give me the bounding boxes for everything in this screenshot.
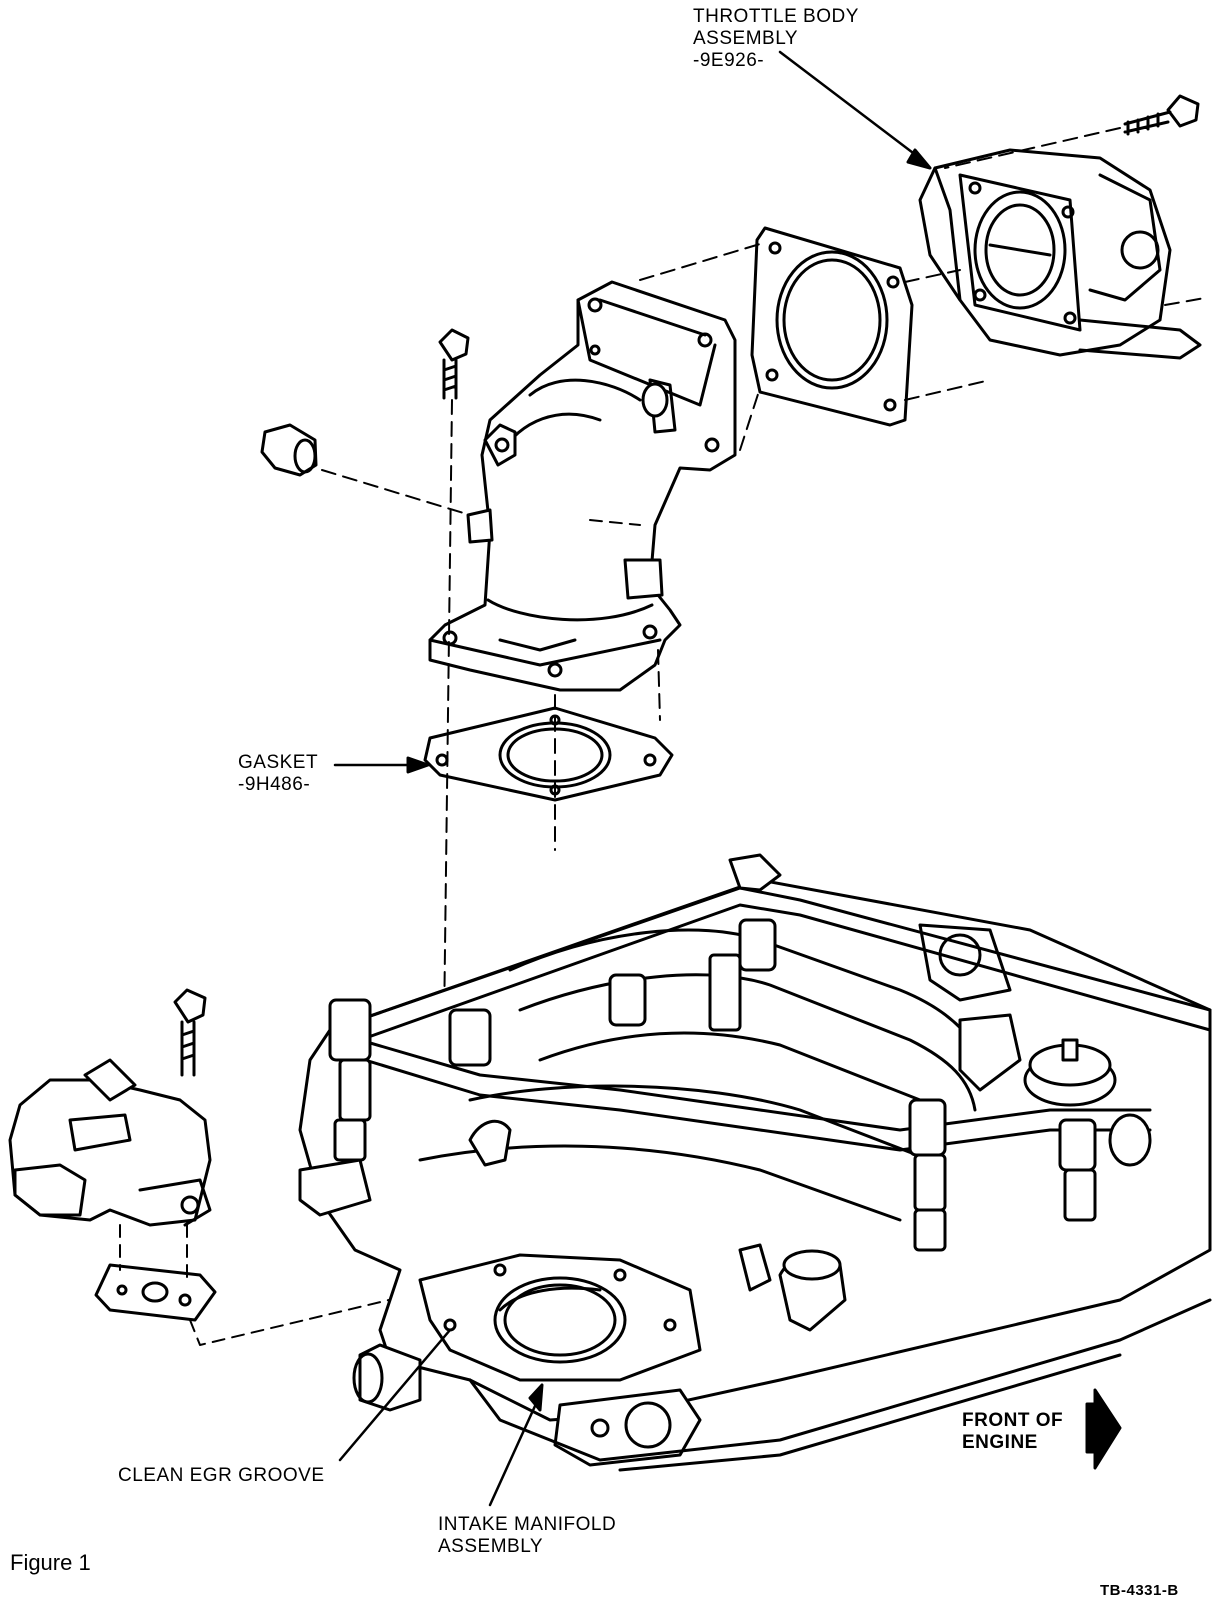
throttle-body-label-line2: ASSEMBLY [693,28,799,49]
iac-gasket-hole [141,1281,169,1303]
throttle-body-adapter [428,280,737,692]
throttle-label-leader [778,50,927,164]
throttle-body-gasket [750,226,914,427]
front-of-engine-label: FRONT OF ENGINE [962,1410,1063,1454]
intake-manifold-label-line2: ASSEMBLY [438,1536,544,1557]
egr-groove-label: CLEAN EGR GROOVE [118,1465,325,1486]
throttle-body-assembly [918,148,1202,360]
gasket-label-line1: GASKET [238,752,319,773]
gasket-label: GASKET -9H486- [238,752,318,796]
throttle-body-label-line1: THROTTLE BODY [693,6,859,27]
throttle-body-label: THROTTLE BODY ASSEMBLY -9E926- [693,6,859,72]
vacuum-cap-end [293,438,317,474]
adapter-gasket [423,706,674,802]
front-of-engine-label-line1: FRONT OF [962,1410,1064,1431]
iac-bolt [173,988,207,1077]
front-of-engine-arrow [1085,1388,1122,1470]
adapter-bolt [438,328,470,400]
throttle-bolt [1123,94,1200,136]
figure-caption: Figure 1 [10,1550,91,1575]
iac-gasket [94,1263,217,1322]
vacuum-cap [260,423,318,477]
intake-manifold-label: INTAKE MANIFOLD ASSEMBLY [438,1514,616,1558]
gasket-label-line2: -9H486- [238,774,311,795]
throttle-body-label-line3: -9E926- [693,50,765,71]
idle-air-control-valve [8,1058,212,1227]
drawing-code: TB-4331-B [1100,1582,1179,1599]
intake-manifold-assembly [298,853,1212,1472]
front-of-engine-label-line2: ENGINE [962,1432,1038,1453]
intake-manifold-label-line1: INTAKE MANIFOLD [438,1514,617,1535]
